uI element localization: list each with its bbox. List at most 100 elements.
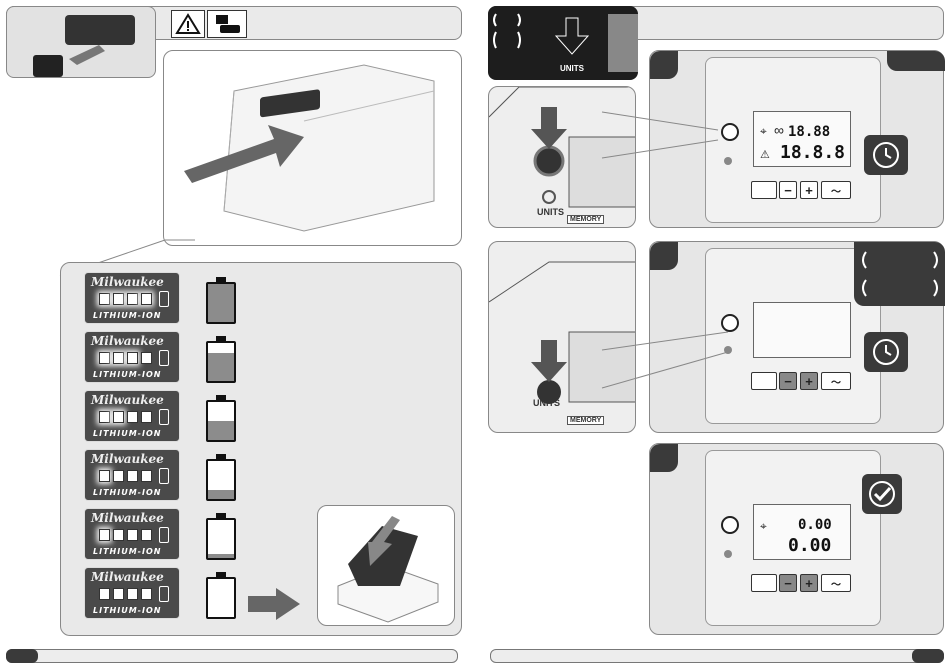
check-icon: [862, 474, 902, 514]
battery-level-icon: [206, 577, 236, 619]
gauge-cell: [141, 470, 152, 482]
lcd-top-value-3: 0.00: [798, 517, 832, 533]
gauge-button-icon: [159, 468, 169, 484]
gauge-button-icon: [159, 527, 169, 543]
laser-button-2[interactable]: 〜: [821, 372, 851, 390]
minus-button[interactable]: −: [779, 181, 797, 199]
crosshair-icon-3: ⌖: [760, 519, 767, 534]
battery-insert-illustration: [7, 7, 157, 79]
gauge-button-icon: [159, 350, 169, 366]
infinity-icon: ∞: [774, 122, 784, 138]
blank-button[interactable]: [751, 181, 777, 199]
header-thumbnail: [6, 6, 156, 78]
lcd-top-value: 18.88: [788, 124, 830, 140]
gauge-cell: [113, 411, 124, 423]
minus-button-3[interactable]: −: [779, 574, 797, 592]
memory-label: MEMORY: [567, 215, 604, 224]
gauge-cell: [141, 293, 152, 305]
device-display-step3: ⌖ 0.00 0.00 − + 〜: [649, 443, 944, 635]
right-footer-bar: [490, 649, 944, 663]
arrow-to-charger-icon: [246, 586, 302, 622]
card-brand: Milwaukee: [91, 393, 164, 407]
callout-line-2: [600, 330, 730, 390]
lcd-screen-3: ⌖ 0.00 0.00: [753, 504, 851, 560]
battery-level-icon: [206, 459, 236, 501]
minus-button-2[interactable]: −: [779, 372, 797, 390]
card-tag: LITHIUM-ION: [93, 488, 161, 497]
units-button-dot[interactable]: [724, 157, 732, 165]
battery-fill: [208, 554, 234, 558]
gauge-cell: [141, 352, 152, 364]
gauge-cell: [141, 411, 152, 423]
card-tag: LITHIUM-ION: [93, 370, 161, 379]
gauge-cell: [99, 352, 110, 364]
lcd-bottom-value-3: 0.00: [788, 535, 831, 556]
lcd-screen-1: 18.88 18.8.8 ⌖ ∞ ⚠: [753, 111, 851, 167]
gauge-cell: [99, 293, 110, 305]
lcd-bottom-value: 18.8.8: [780, 142, 845, 163]
blank-button-2[interactable]: [751, 372, 777, 390]
memory-label-2: MEMORY: [567, 416, 604, 425]
card-brand: Milwaukee: [91, 275, 164, 289]
plus-button-2[interactable]: +: [800, 372, 818, 390]
gauge-cell: [127, 529, 138, 541]
callout-line-1: [600, 110, 720, 160]
units-button-dot-3[interactable]: [724, 550, 732, 558]
power-button-icon[interactable]: [721, 123, 739, 141]
power-button-icon-3[interactable]: [721, 516, 739, 534]
gauge-button-icon: [159, 409, 169, 425]
blank-button-3[interactable]: [751, 574, 777, 592]
step-tab: [887, 51, 945, 71]
battery-fill: [208, 353, 234, 382]
battery-level-icon: [206, 518, 236, 560]
gauge-cell: [127, 352, 138, 364]
gauge-cell: [141, 588, 152, 600]
laser-button[interactable]: 〜: [821, 181, 851, 199]
card-brand: Milwaukee: [91, 334, 164, 348]
plus-button[interactable]: +: [800, 181, 818, 199]
battery-level-icon: [206, 400, 236, 442]
lcd-screen-blank: [753, 302, 851, 358]
gauge-cell: [99, 470, 110, 482]
gauge-button-icon: [159, 291, 169, 307]
gauge-cell: [99, 588, 110, 600]
charger-illustration-panel: [317, 505, 455, 626]
plus-button-3[interactable]: +: [800, 574, 818, 592]
header-units-label: UNITS: [560, 64, 584, 73]
gauge-cell: [113, 470, 124, 482]
gauge-cell: [113, 352, 124, 364]
crosshair-icon: ⌖: [760, 124, 767, 139]
alert-icon: ⚠: [760, 148, 770, 161]
step-badge-3: [650, 444, 678, 472]
units-label-2: UNITS: [533, 398, 560, 408]
left-footer-bar: [6, 649, 458, 663]
laser-button-3[interactable]: 〜: [821, 574, 851, 592]
card-brand: Milwaukee: [91, 570, 164, 584]
gauge-cell: [127, 411, 138, 423]
charger-drawing: [318, 506, 456, 627]
card-tag: LITHIUM-ION: [93, 429, 161, 438]
battery-fill: [208, 284, 234, 322]
header-photo-units: UNITS: [488, 6, 638, 80]
battery-fill: [208, 490, 234, 500]
battery-pack-drawing: [164, 51, 463, 247]
gauge-cell: [127, 470, 138, 482]
gauge-cell: [113, 293, 124, 305]
gauge-button-icon: [159, 586, 169, 602]
battery-fill: [208, 421, 234, 440]
card-brand: Milwaukee: [91, 452, 164, 466]
battery-level-icon: [206, 282, 236, 324]
step-badge-1: [650, 51, 678, 79]
gauge-cell: [99, 529, 110, 541]
charger-symbol-icon: [207, 10, 247, 38]
card-tag: LITHIUM-ION: [93, 606, 161, 615]
gauge-cell: [127, 588, 138, 600]
left-page-tab: [6, 649, 38, 663]
step-badge-2: [650, 242, 678, 270]
gauge-cell: [127, 293, 138, 305]
